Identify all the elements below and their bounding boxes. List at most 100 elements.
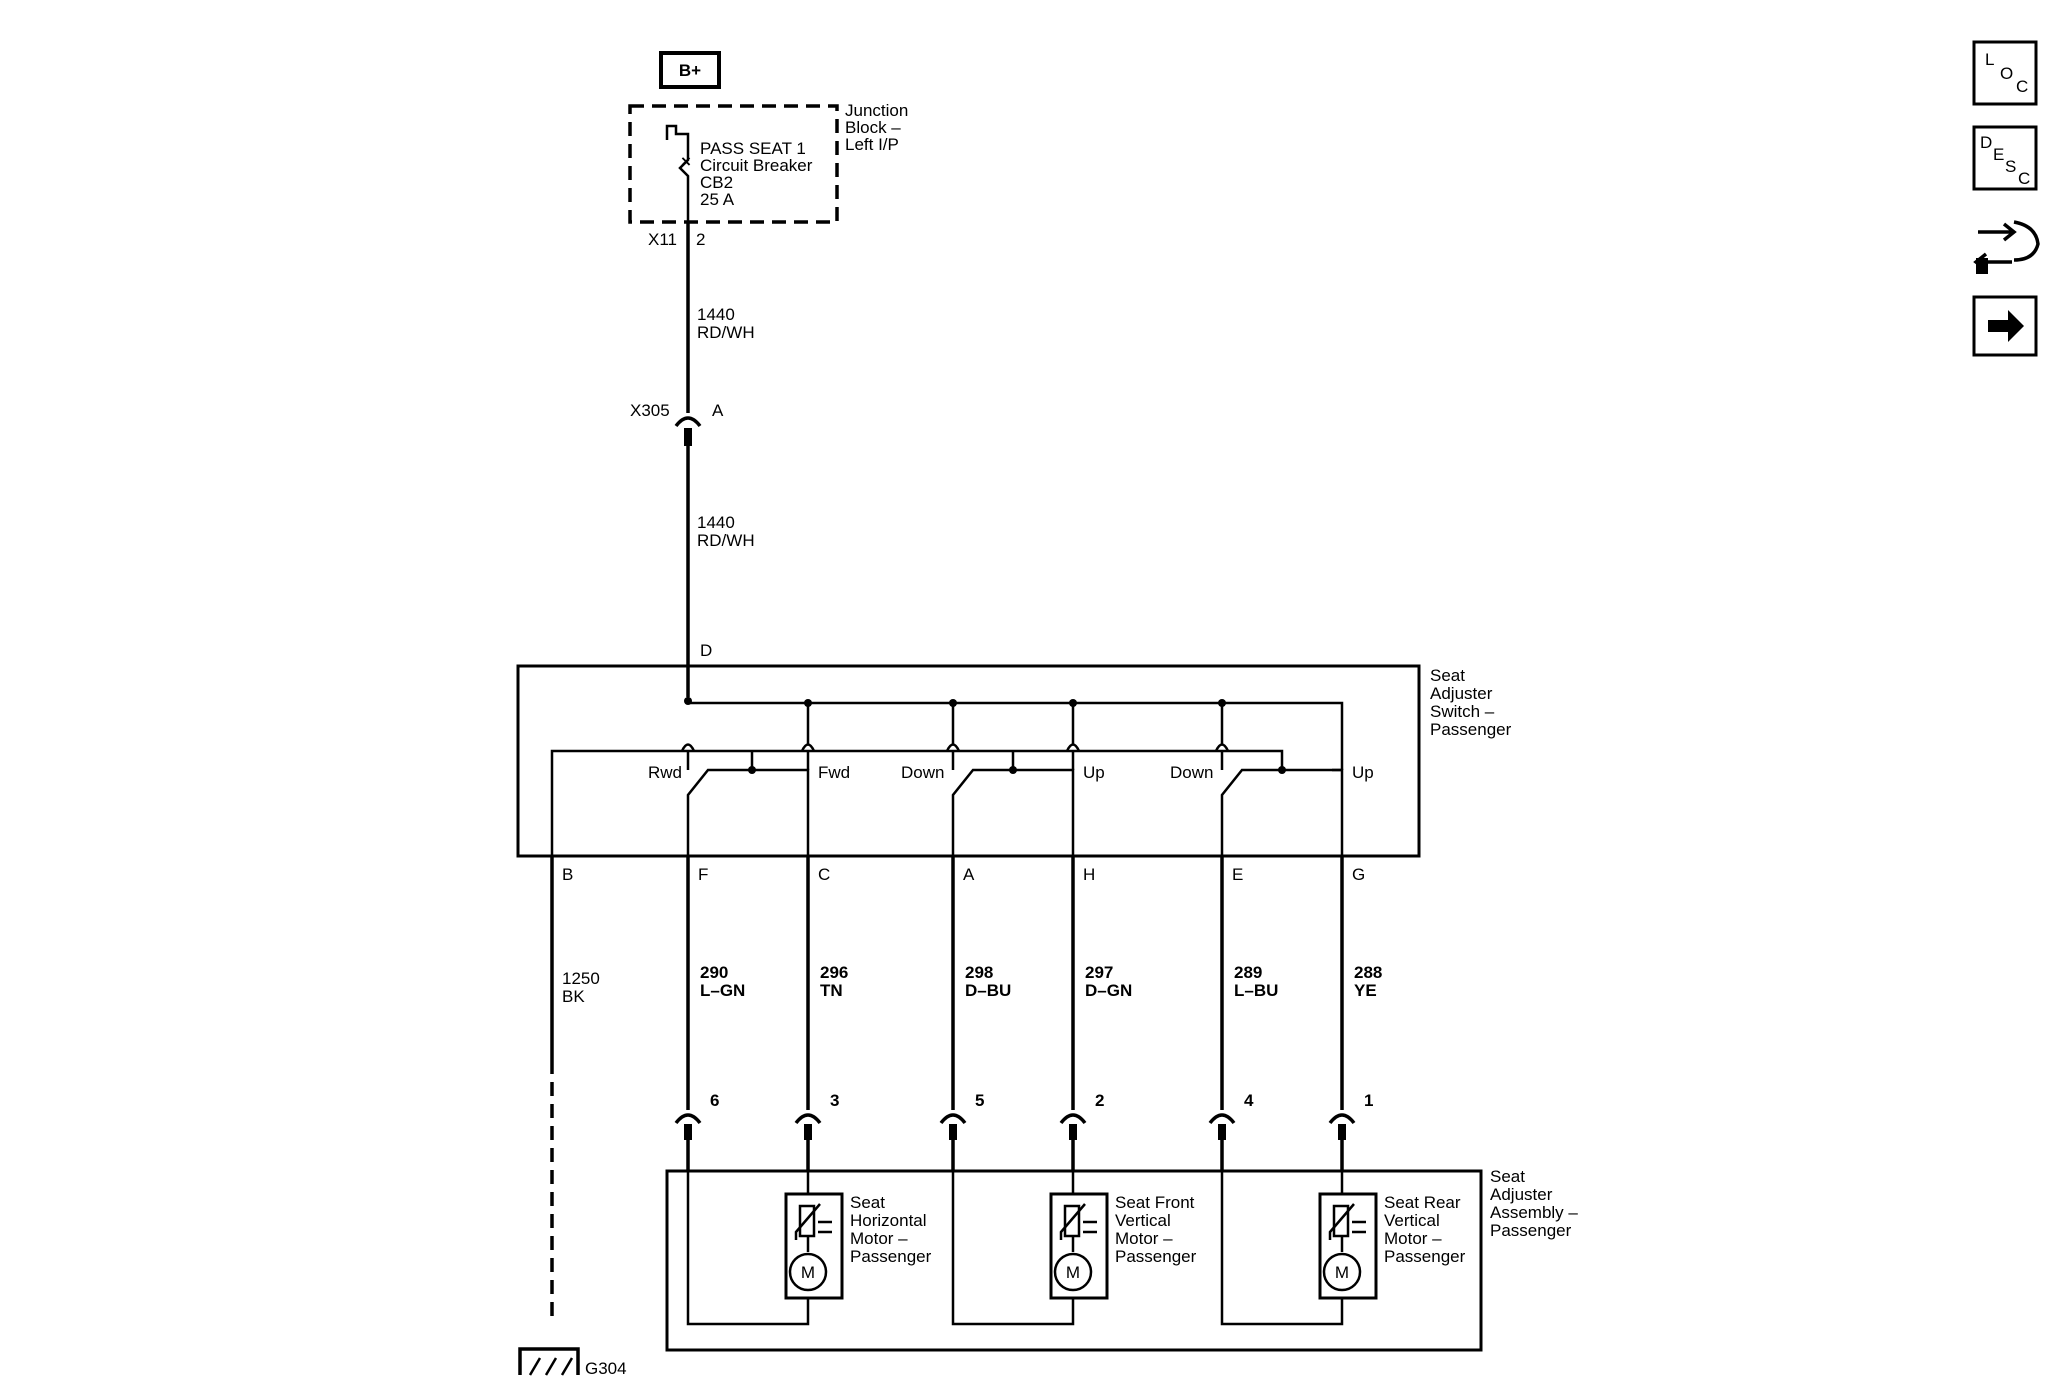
- assembly-pin-label: 5: [975, 1091, 984, 1110]
- switch-input-pin: D: [700, 641, 712, 660]
- ground-symbol-icon: [518, 1347, 580, 1376]
- switch-contact-fwd: Fwd: [818, 763, 850, 782]
- seat-adjuster-assembly: Seat Adjuster Assembly – Passenger MSeat…: [665, 1167, 1578, 1352]
- motor-name-line: Seat Rear: [1384, 1193, 1461, 1212]
- junction-block-name-3: Left I/P: [845, 135, 899, 154]
- motor-name-line: Passenger: [850, 1247, 932, 1266]
- switch-contact-down-rear: Down: [1170, 763, 1213, 782]
- desc-icon[interactable]: [1972, 125, 2038, 191]
- connector-tool-icon[interactable]: [1973, 220, 2040, 274]
- breaker-label-4: 25 A: [700, 190, 735, 209]
- wire-circuit-label: 297: [1085, 963, 1113, 982]
- motor-symbol: M: [801, 1263, 815, 1282]
- inline-connector-pin: A: [712, 401, 724, 420]
- thermistor-arrow: [1059, 1203, 1086, 1240]
- light-arrows-icon: [818, 1220, 832, 1234]
- motor-name-line: Vertical: [1115, 1211, 1171, 1230]
- motor-housing: [1049, 1192, 1109, 1300]
- motor-name-line: Passenger: [1115, 1247, 1197, 1266]
- switch-contact-down-front: Down: [901, 763, 944, 782]
- breaker-label-3: CB2: [700, 173, 733, 192]
- wire-top-circuit: 1440: [697, 305, 735, 324]
- switch-contact-up-front: Up: [1083, 763, 1105, 782]
- motor-name-line: Motor –: [1384, 1229, 1442, 1248]
- switch-contact-rwd: Rwd: [648, 763, 682, 782]
- assembly-name-4: Passenger: [1490, 1221, 1572, 1240]
- loc-letter-c: C: [2016, 77, 2028, 96]
- next-button[interactable]: [1972, 295, 2038, 357]
- assembly-pin-label: 2: [1095, 1091, 1104, 1110]
- motor-name-line: Motor –: [850, 1229, 908, 1248]
- thermistor-arrow: [794, 1203, 821, 1240]
- light-arrows-icon: [1352, 1220, 1366, 1234]
- connector-pin: [804, 1124, 812, 1140]
- switch-name-4: Passenger: [1430, 720, 1512, 739]
- switch-name-1: Seat: [1430, 666, 1465, 685]
- ground-circuit: B 1250 BK G304: [518, 856, 627, 1378]
- connector-pin: [1069, 1124, 1077, 1140]
- loc-button[interactable]: L O C: [1972, 40, 2038, 106]
- ground-name: G304: [585, 1359, 627, 1378]
- wire-color-label: L–BU: [1234, 981, 1278, 1000]
- wire-top-color: RD/WH: [697, 323, 755, 342]
- toolbar: L O C D E S C: [1972, 40, 2040, 357]
- switch-contact-up-rear: Up: [1352, 763, 1374, 782]
- seat-adjuster-switch: D Seat Adjuster Switch – Passenger Rwd F…: [516, 641, 1512, 858]
- connector-terminal: [1059, 1113, 1087, 1125]
- loc-letter-l: L: [1985, 50, 1994, 69]
- loc-icon[interactable]: [1972, 40, 2038, 106]
- assembly-name-3: Assembly –: [1490, 1203, 1578, 1222]
- motor-return-wire: [951, 1171, 1075, 1326]
- desc-button[interactable]: D E S C: [1972, 125, 2038, 191]
- wire-circuit-label: 289: [1234, 963, 1262, 982]
- breaker-label-1: PASS SEAT 1: [700, 139, 806, 158]
- connector-terminal: [794, 1113, 822, 1125]
- switch-pin-label: A: [963, 865, 975, 884]
- assembly-pin-label: 6: [710, 1091, 719, 1110]
- output-wires: F290L–GN6C296TN3A298D–BU5H297D–GN2E289L–…: [674, 856, 1382, 1171]
- wire-color-label: D–BU: [965, 981, 1011, 1000]
- assembly-pin-label: 1: [1364, 1091, 1373, 1110]
- motor-name-line: Seat: [850, 1193, 885, 1212]
- wire-circuit-label: 298: [965, 963, 993, 982]
- thermistor-arrow: [1328, 1203, 1355, 1240]
- ground-wire-circuit: 1250: [562, 969, 600, 988]
- circuit-breaker-symbol: [665, 124, 690, 222]
- connector-pin: [1338, 1124, 1346, 1140]
- motor-housing: [784, 1192, 844, 1300]
- switch-pin-label: G: [1352, 865, 1365, 884]
- motor-icon: [1053, 1252, 1093, 1292]
- motor-icon: [1322, 1252, 1362, 1292]
- junction-block-name-2: Block –: [845, 118, 901, 137]
- assembly-name-1: Seat: [1490, 1167, 1525, 1186]
- light-arrows-icon: [1083, 1220, 1097, 1234]
- wire-color-label: L–GN: [700, 981, 745, 1000]
- connector-pin: [684, 1124, 692, 1140]
- connector-tool-button[interactable]: [1973, 220, 2040, 274]
- breaker-label-2: Circuit Breaker: [700, 156, 813, 175]
- motor-icon: [788, 1252, 828, 1292]
- junction-block-name-1: Junction: [845, 101, 908, 120]
- wire-circuit-label: 288: [1354, 963, 1382, 982]
- motor-symbol: M: [1335, 1263, 1349, 1282]
- next-arrow-icon[interactable]: [1988, 310, 2024, 342]
- breaker-x-mark: ×: [681, 152, 691, 171]
- motor-name-line: Horizontal: [850, 1211, 927, 1230]
- inline-connector-name: X305: [630, 401, 670, 420]
- power-source: B+: [659, 51, 721, 89]
- connector-pin: [949, 1124, 957, 1140]
- motor-return-wire: [1220, 1171, 1344, 1326]
- motor-name-line: Motor –: [1115, 1229, 1173, 1248]
- motor-name-line: Passenger: [1384, 1247, 1466, 1266]
- connector-terminal: [674, 1113, 702, 1125]
- motor-return-wire: [686, 1171, 810, 1326]
- loc-letter-o: O: [2000, 64, 2013, 83]
- desc-letter-e: E: [1993, 145, 2004, 164]
